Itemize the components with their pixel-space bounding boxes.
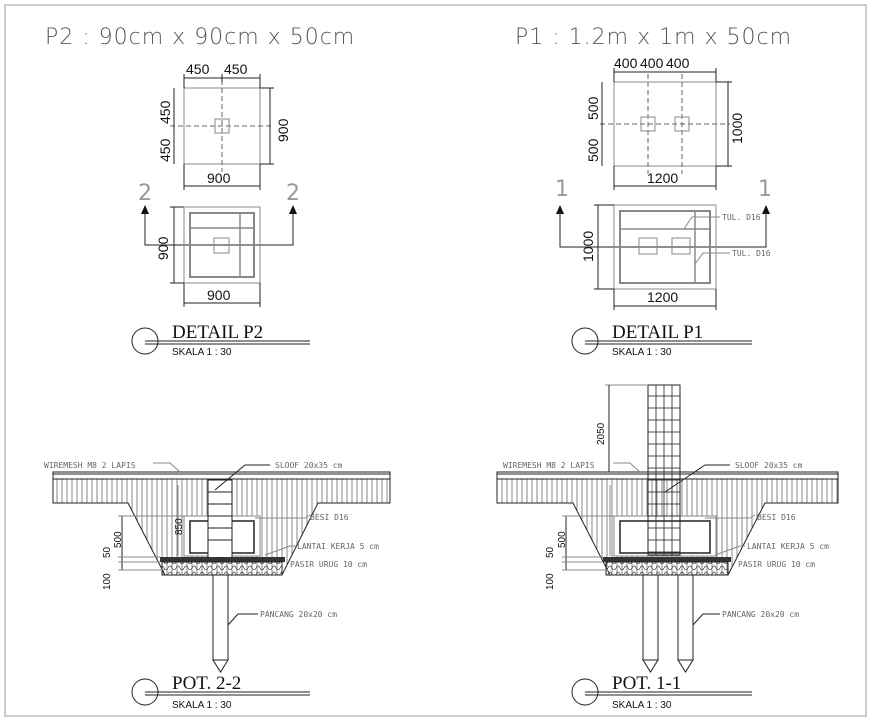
section-mark-1-left: 1 [555, 177, 569, 202]
p2-right-dim: 900 [275, 118, 291, 142]
sec22-sloof-note: SLOOF 20x35 cm [275, 461, 343, 470]
pot-1-1-label: POT. 1-1 [612, 673, 681, 694]
p2-detail-left-dim: 900 [155, 236, 171, 260]
p1-detail: 1 1 TUL. D16 TUL. D16 1000 1200 DETAIL P… [555, 177, 772, 358]
p1-left-dim-b: 500 [585, 138, 601, 162]
sec22-dim-50: 50 [102, 546, 113, 558]
p1-detail-bottom-dim: 1200 [647, 289, 678, 305]
sec22-wiremesh-note: WIREMESH M8 2 LAPIS [44, 461, 136, 470]
sec11-dim-100: 100 [545, 573, 556, 590]
section-mark-2-right: 2 [286, 181, 300, 206]
p1-rebar-note-2: TUL. D16 [732, 249, 771, 258]
pot-2-2-scale: SKALA 1 : 30 [172, 700, 232, 711]
section-arrow-icon [762, 205, 770, 214]
p2-left-dim-a: 450 [157, 100, 173, 124]
sec11-pancang-note: PANCANG 20x20 cm [722, 610, 799, 619]
p1-left-dim-a: 500 [585, 96, 601, 120]
sec22-besi-note: BESI D16 [310, 513, 349, 522]
sec11-wiremesh-note: WIREMESH M8 2 LAPIS [503, 461, 595, 470]
p2-left-dim-b: 450 [157, 138, 173, 162]
section-2-2: WIREMESH M8 2 LAPIS SLOOF 20x35 cm BESI … [44, 461, 391, 711]
p1-top-dim-c: 400 [666, 55, 690, 71]
section-arrow-icon [141, 205, 149, 214]
sec11-pasir-note: PASIR URUG 10 cm [738, 560, 815, 569]
p1-plan: 400 400 400 500 500 1000 1200 [585, 55, 745, 190]
detail-p1-label: DETAIL P1 [612, 322, 703, 343]
section-arrow-icon [289, 205, 297, 214]
detail-p1-scale: SKALA 1 : 30 [612, 347, 672, 358]
pot-2-2-label: POT. 2-2 [172, 673, 241, 694]
sec11-dim-50: 50 [545, 546, 556, 558]
p2-detail-bottom-dim: 900 [207, 287, 231, 303]
pot-1-1-scale: SKALA 1 : 30 [612, 700, 672, 711]
p2-title: P2 : 90cm x 90cm x 50cm [45, 25, 355, 50]
p1-top-dim-b: 400 [640, 55, 664, 71]
p1-detail-left-dim: 1000 [580, 231, 596, 262]
p2-top-dim-a: 450 [186, 61, 210, 77]
sec11-dim-2050: 2050 [596, 422, 607, 445]
sec11-dim-500: 500 [557, 531, 568, 548]
p2-plan: 450 450 450 450 900 900 [157, 61, 291, 190]
p1-bottom-dim: 1200 [647, 170, 678, 186]
p2-bottom-dim: 900 [207, 170, 231, 186]
sec22-dim-100: 100 [102, 573, 113, 590]
sec11-sloof-note: SLOOF 20x35 cm [735, 461, 803, 470]
section-arrow-icon [556, 205, 564, 214]
detail-p2-scale: SKALA 1 : 30 [172, 347, 232, 358]
p1-title: P1 : 1.2m x 1m x 50cm [515, 25, 792, 50]
sec22-dim-500: 500 [113, 531, 124, 548]
sheet-border [4, 4, 867, 717]
section-mark-1-right: 1 [758, 177, 772, 202]
sec22-dim-850: 850 [174, 518, 185, 535]
section-mark-2-left: 2 [138, 181, 152, 206]
p1-rebar-note-1: TUL. D16 [722, 213, 761, 222]
p1-right-dim: 1000 [729, 113, 745, 144]
p1-top-dim-a: 400 [614, 55, 638, 71]
sec11-besi-note: BESI D16 [757, 513, 796, 522]
p2-top-dim-b: 450 [224, 61, 248, 77]
section-1-1: 2050 WIREMESH M8 2 LAPIS SLOOF 20x35 cm … [496, 384, 839, 711]
detail-p2-label: DETAIL P2 [172, 322, 263, 343]
sec22-lantai-note: LANTAI KERJA 5 cm [297, 542, 379, 551]
sec22-pasir-note: PASIR URUG 10 cm [290, 560, 367, 569]
sec11-lantai-note: LANTAI KERJA 5 cm [747, 542, 829, 551]
p2-detail: 2 2 900 900 DETAIL P2 SKALA 1 : 30 [131, 181, 310, 358]
sec22-pancang-note: PANCANG 20x20 cm [260, 610, 337, 619]
